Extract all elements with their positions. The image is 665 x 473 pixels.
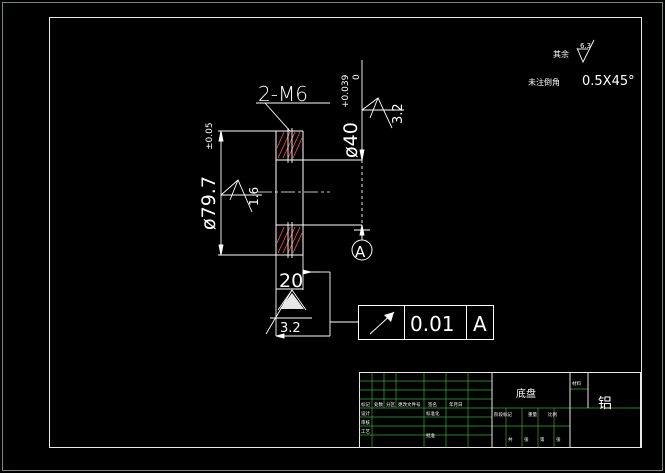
tb-cell-process: 工艺 [361,429,370,435]
tb-cell-design: 设计 [361,410,370,417]
tb-cell-zone: 分区 [386,401,395,408]
chamfer-note: 未注倒角 [528,77,560,87]
roughness-symbol-face [265,289,312,335]
tb-cell-date: 年月日 [449,401,463,408]
fcf-datum: A [473,312,487,336]
general-notes: 其余 6.3 未注倒角 0.5X45° [528,39,635,89]
tb-cell-scale: 比例 [548,411,557,418]
face-leader [275,272,358,339]
tb-cell-weight: 重量 [528,411,537,418]
title-block [359,372,641,448]
tb-cell-standard: 标准化 [426,410,440,417]
outer-tol: ±0.05 [205,122,215,150]
datum-label: A [355,243,366,261]
title-block-labels: 标记 处数 分区 更改文件号 签名 年月日 设计 标准化 审核 工艺 批准 阶段… [361,380,612,443]
thread-hole-lines [287,128,293,258]
surface-finish-value-general: 6.3 [580,42,591,50]
roughness-value-face: 3.2 [280,321,301,336]
tb-cell-total: 共 [508,436,513,443]
part-section-view [275,130,362,256]
surface-finish-label: 其余 [553,49,569,59]
tb-cell-approve: 批准 [426,432,435,439]
tb-cell-change-doc: 更改文件号 [398,401,421,408]
roughness-value-outer: 1.6 [247,187,261,206]
feature-control-frame [358,305,494,340]
tb-cell-no: 第 [540,436,545,443]
tb-cell-count: 处数 [374,401,383,408]
part-name: 底盘 [516,387,536,400]
bore-diameter: ø40 [340,122,362,158]
outer-diameter: ø79.7 [198,176,220,230]
tb-cell-sheets-b: 张 [556,436,561,443]
thickness-value: 20 [279,270,303,292]
bore-tol-upper: +0.039 [341,74,351,108]
tb-cell-review: 审核 [361,419,370,426]
roughness-symbol-bore [361,97,404,129]
outer-dimension [218,130,276,256]
tb-cell-sign: 签名 [428,401,437,408]
thread-callout [256,102,330,132]
tb-cell-sheets-a: 张 [524,436,529,443]
section-hatch-top [276,131,303,159]
tb-cell-mark: 标记 [361,401,370,408]
chamfer-value: 0.5X45° [582,74,635,89]
tb-cell-stage: 阶段标记 [494,411,512,418]
tb-cell-material-label: 材料 [572,380,581,387]
datum-symbol [351,225,373,261]
surface-finish-symbol-general [576,39,595,64]
material-value: 铝 [598,396,612,412]
roughness-symbol-outer [220,179,262,213]
bore-tol-lower: 0 [352,74,362,80]
thickness-dimension [275,255,330,336]
fcf-tolerance: 0.01 [410,312,455,336]
section-hatch-bottom [276,226,303,254]
drawing-frame [49,17,642,448]
thread-spec: 2-M6 [258,82,308,106]
roughness-value-bore: 3.2 [391,103,406,124]
